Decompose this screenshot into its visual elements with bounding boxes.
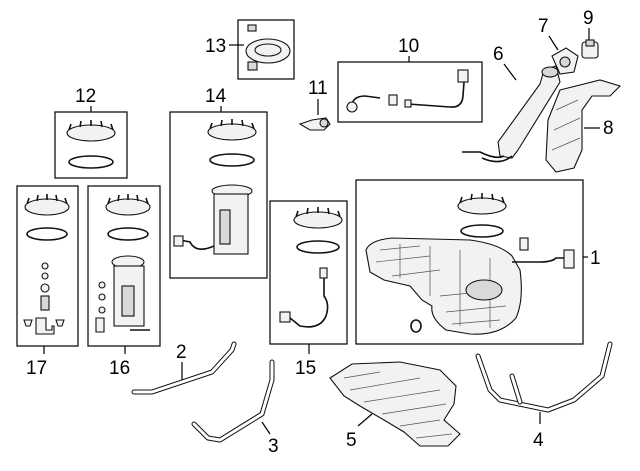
callout-15: 15 [295,358,316,379]
filler-housing-icon [551,47,579,75]
heat-shield-icon [545,79,622,173]
under-shield-icon [329,361,461,447]
callout-4: 4 [533,430,544,451]
leader-7 [548,35,559,51]
fuel-cap-icon [581,39,599,59]
lock-ring-icon [24,194,70,216]
callout-7: 7 [538,16,549,37]
pressure-regulator-icon [23,262,65,335]
wire-harness-icon [279,267,329,328]
leader-6 [503,63,517,81]
callout-12: 12 [75,86,96,107]
callout-11: 11 [308,78,328,99]
callout-6: 6 [493,44,504,65]
gasket-icon [68,155,114,169]
lock-ring-icon [293,207,343,229]
fuel-pump-module-icon [173,184,253,255]
part-group-4: 4 [475,341,613,451]
part-group-16: 16 [87,185,161,379]
part-group-11: 11 [298,78,331,131]
callout-8: 8 [603,118,614,139]
tank-strap-icon [131,341,237,395]
callout-2: 2 [176,342,187,363]
tank-strap-icon [191,359,275,443]
part-group-13: 13 [205,19,295,80]
box-17 [16,185,79,347]
pump-cover-icon [245,24,291,71]
part-group-5: 5 [329,361,461,451]
lock-ring-icon [207,119,257,141]
callout-13: 13 [205,36,226,57]
gasket-icon [26,227,68,241]
callout-9: 9 [583,8,594,29]
hose-set-icon [346,69,469,113]
part-group-12: 12 [54,86,128,179]
gasket-icon [460,224,504,238]
gasket-icon [107,227,149,241]
part-group-15: 15 [269,200,348,379]
lock-ring-icon [66,120,116,142]
filler-neck-icon [462,65,561,163]
box-10 [337,61,483,123]
box-14 [169,111,268,279]
callout-17: 17 [26,358,47,379]
box-12 [54,111,128,179]
callout-14: 14 [205,86,227,107]
box-1 [355,179,584,345]
clip-icon [298,117,331,131]
leader-3 [261,421,271,435]
box-13 [237,19,295,80]
callout-3: 3 [268,436,279,457]
part-group-7: 7 [538,16,579,75]
part-group-17: 17 [16,185,79,379]
tank-strap-icon [475,341,613,413]
part-group-8: 8 [545,79,622,173]
callout-10: 10 [398,36,419,57]
gasket-icon [209,153,255,167]
fuel-pump-icon [95,255,150,333]
part-group-3: 3 [191,359,279,457]
lock-ring-icon [457,193,507,215]
leader-5 [357,413,373,427]
callout-1: 1 [590,248,601,269]
box-16 [87,185,161,347]
part-group-10: 10 [337,36,483,123]
lock-ring-icon [105,194,151,216]
part-group-9: 9 [581,8,599,59]
part-group-14: 14 [169,86,268,279]
fuel-tank-icon [365,237,575,335]
part-group-6: 6 [462,44,561,163]
part-group-1: 1 [355,179,601,345]
callout-5: 5 [346,430,357,451]
callout-16: 16 [109,358,130,379]
part-group-2: 2 [131,341,237,395]
gasket-icon [296,240,340,254]
